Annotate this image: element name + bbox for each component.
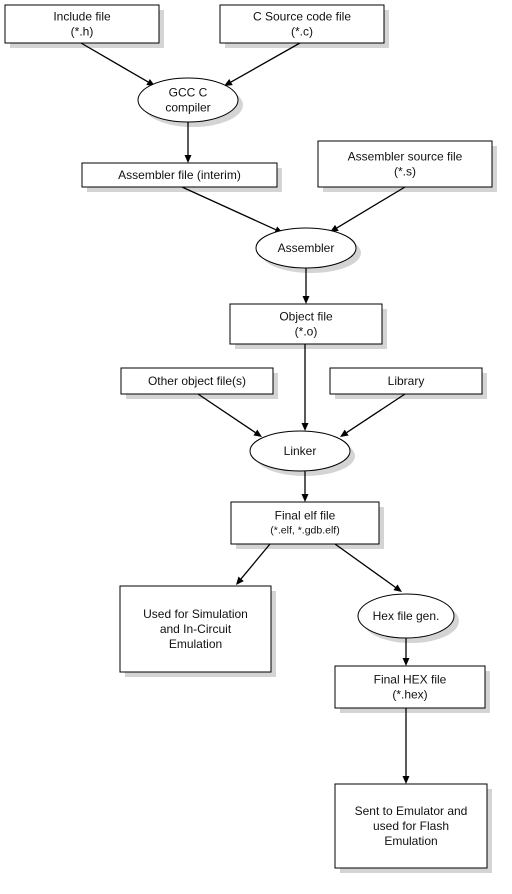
arrowhead-icon [402, 658, 410, 666]
c-source-label-line-1: C Source code file [253, 10, 351, 24]
library-node: Library [329, 367, 483, 395]
simulation-label-line-2: and In-Circuit [160, 622, 232, 636]
linker-node: Linker [249, 430, 351, 472]
hex-gen-node: Hex file gen. [357, 593, 455, 639]
include-file-node: Include file(*.h) [4, 4, 160, 44]
emulator-label-line-3: Emulation [384, 834, 437, 848]
object-file-box [229, 303, 383, 345]
library-box [329, 367, 483, 395]
arrowhead-icon [184, 155, 192, 163]
arrow-include-file-to-gcc-compiler [80, 42, 155, 86]
arrowhead-icon [330, 224, 339, 232]
assembler-interim-node: Assembler file (interim) [81, 162, 278, 188]
final-hex-node: Final HEX file(*.hex) [334, 665, 486, 709]
assembler-node: Assembler [255, 227, 357, 269]
arrowhead-icon [301, 423, 309, 431]
other-objects-box [120, 367, 274, 395]
assembler-label-line-1: Assembler [278, 241, 335, 255]
simulation-label-line-3: Emulation [169, 637, 222, 651]
arrow-line [336, 186, 406, 229]
arrow-final-hex-to-emulator [402, 708, 410, 784]
final-elf-label-line-1: Final elf file [275, 509, 336, 523]
c-source-box [219, 4, 385, 44]
arrow-other-objects-to-linker [197, 393, 262, 437]
final-elf-label-line-2: (*.elf, *.gdb.elf) [270, 525, 339, 537]
arrowhead-icon [393, 584, 402, 592]
simulation-label-line-1: Used for Simulation [143, 607, 248, 621]
final-hex-label-line-2: (*.hex) [392, 688, 427, 702]
arrowhead-icon [340, 429, 349, 437]
final-hex-box [334, 665, 486, 709]
arrow-line [230, 42, 301, 83]
arrow-hex-gen-to-final-hex [402, 638, 410, 666]
other-objects-node: Other object file(s) [120, 367, 274, 395]
arrow-assembler-source-to-assembler [330, 186, 406, 232]
arrow-assembler-to-object-file [302, 268, 310, 304]
assembler-interim-label-line-1: Assembler file (interim) [118, 168, 241, 182]
emulator-box [334, 783, 488, 869]
object-file-label-line-1: Object file [279, 310, 333, 324]
hex-gen-label-line-1: Hex file gen. [373, 609, 440, 623]
include-file-box [4, 4, 160, 44]
assembler-ellipse [255, 227, 357, 269]
assembler-source-node: Assembler source file(*.s) [317, 140, 493, 188]
arrowhead-icon [236, 576, 244, 585]
hex-gen-ellipse [357, 593, 455, 639]
gcc-compiler-label-line-2: compiler [165, 101, 210, 115]
arrow-line [240, 543, 271, 580]
arrow-line [181, 186, 276, 231]
object-file-label-line-2: (*.o) [295, 325, 318, 339]
arrow-assembler-interim-to-assembler [181, 186, 283, 233]
library-label-line-1: Library [388, 374, 425, 388]
gcc-compiler-ellipse [137, 77, 239, 123]
object-file-node: Object file(*.o) [229, 303, 383, 345]
assembler-interim-box [81, 162, 278, 188]
final-hex-label-line-1: Final HEX file [374, 673, 447, 687]
c-source-node: C Source code file(*.c) [219, 4, 385, 44]
arrow-line [80, 42, 149, 83]
arrow-final-elf-to-simulation [236, 543, 271, 585]
c-source-label-line-2: (*.c) [291, 25, 313, 39]
arrow-object-file-to-linker [301, 344, 309, 431]
final-elf-box [230, 501, 380, 545]
linker-label-line-1: Linker [284, 444, 317, 458]
include-file-label-line-2: (*.h) [71, 25, 94, 39]
arrowhead-icon [253, 429, 262, 437]
arrowhead-icon [224, 79, 233, 86]
assembler-source-box [317, 140, 493, 188]
assembler-source-label-line-2: (*.s) [394, 165, 416, 179]
arrow-linker-to-final-elf [301, 471, 309, 502]
arrow-gcc-compiler-to-assembler-interim [184, 122, 192, 163]
include-file-label-line-1: Include file [53, 10, 111, 24]
arrow-final-elf-to-hex-gen [334, 543, 402, 592]
arrowhead-icon [301, 494, 309, 502]
arrow-c-source-to-gcc-compiler [224, 42, 301, 86]
final-elf-node: Final elf file (*.elf, *.gdb.elf) [230, 501, 380, 545]
simulation-box [119, 585, 272, 673]
arrowhead-icon [302, 296, 310, 304]
arrow-library-to-linker [340, 393, 406, 437]
arrow-line [334, 543, 396, 588]
arrowhead-icon [402, 776, 410, 784]
assembler-source-label-line-1: Assembler source file [348, 150, 463, 164]
arrow-line [197, 393, 256, 434]
emulator-label-line-2: used for Flash [373, 819, 449, 833]
emulator-label-line-1: Sent to Emulator and [355, 804, 468, 818]
arrow-line [346, 393, 406, 434]
linker-ellipse [249, 430, 351, 472]
other-objects-label-line-1: Other object file(s) [148, 374, 246, 388]
gcc-compiler-label-line-1: GCC C [169, 86, 208, 100]
